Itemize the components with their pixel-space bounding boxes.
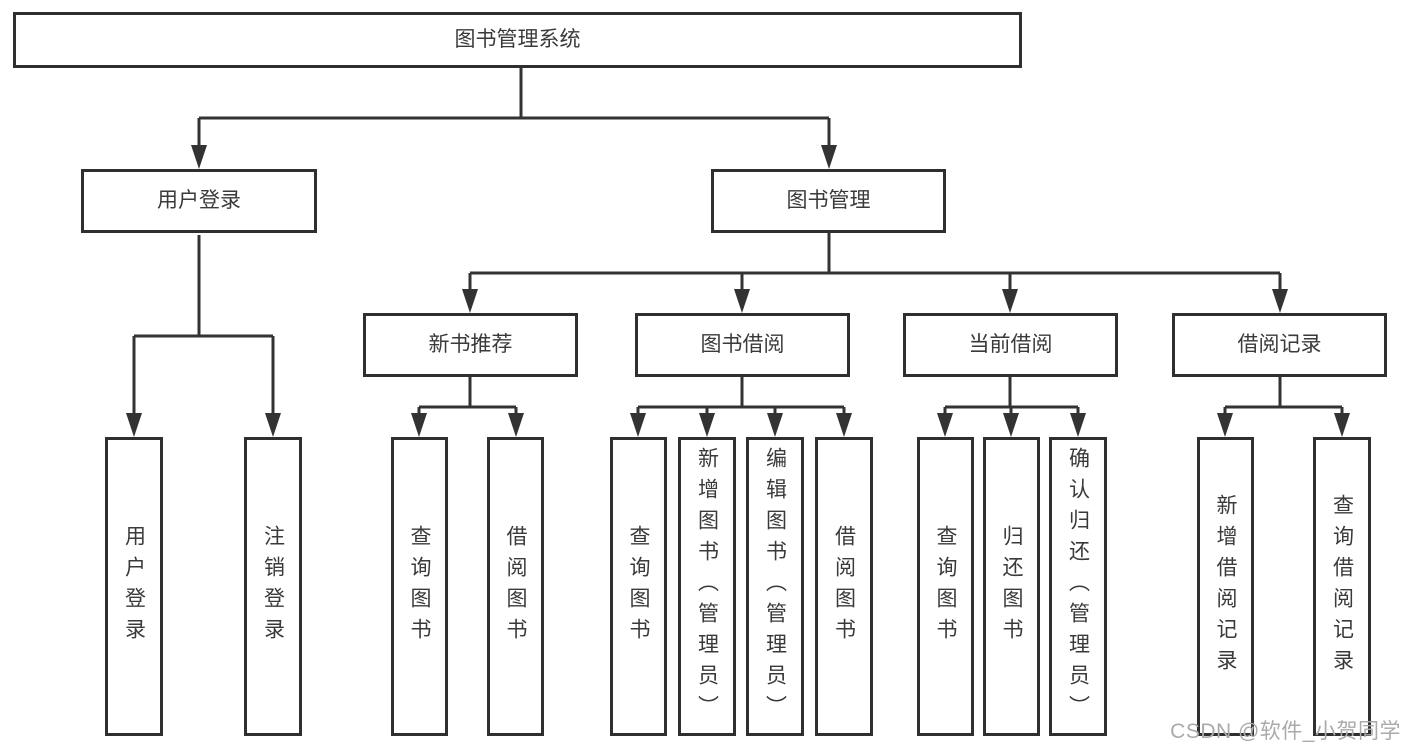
leaf-label: 编辑图书（管理员） <box>763 447 787 726</box>
leaf-confirm-return-admin: 确认归还（管理员） <box>1049 437 1107 736</box>
leaf-borrow-books: 借阅图书 <box>815 437 873 736</box>
leaf-label: 用户登录 <box>122 524 146 649</box>
leaf-label: 查询图书 <box>408 524 431 649</box>
node-new-book-recommend: 新书推荐 <box>363 313 578 377</box>
leaf-edit-books-admin: 编辑图书（管理员） <box>746 437 804 736</box>
node-label: 图书管理 <box>786 189 871 213</box>
node-label: 当前借阅 <box>968 333 1053 357</box>
node-label: 用户登录 <box>157 189 241 213</box>
node-book-management: 图书管理 <box>711 169 946 233</box>
leaf-label: 新增借阅记录 <box>1214 493 1237 680</box>
leaf-query-books-current: 查询图书 <box>917 437 974 736</box>
leaf-return-books: 归还图书 <box>983 437 1040 736</box>
leaf-add-books-admin: 新增图书（管理员） <box>678 437 736 736</box>
csdn-watermark: CSDN @软件_小贺同学 <box>1170 720 1401 743</box>
leaf-user-login: 用户登录 <box>105 437 163 736</box>
leaf-label: 查询借阅记录 <box>1330 493 1354 680</box>
leaf-label: 归还图书 <box>1000 524 1023 649</box>
node-borrow-records: 借阅记录 <box>1172 313 1387 377</box>
leaf-label: 确认归还（管理员） <box>1066 447 1090 726</box>
node-current-borrow: 当前借阅 <box>903 313 1118 377</box>
leaf-logout: 注销登录 <box>244 437 302 736</box>
leaf-label: 借阅图书 <box>832 524 856 649</box>
leaf-query-books-recommend: 查询图书 <box>391 437 448 736</box>
leaf-label: 注销登录 <box>261 524 285 649</box>
node-label: 图书管理系统 <box>454 28 581 52</box>
leaf-label: 借阅图书 <box>504 524 527 649</box>
leaf-query-borrow-record: 查询借阅记录 <box>1313 437 1371 736</box>
node-label: 借阅记录 <box>1237 333 1322 357</box>
leaf-label: 新增图书（管理员） <box>695 447 719 726</box>
node-user-login: 用户登录 <box>81 169 317 233</box>
leaf-add-borrow-record: 新增借阅记录 <box>1197 437 1254 736</box>
leaf-query-books-borrow: 查询图书 <box>610 437 667 736</box>
leaf-label: 查询图书 <box>627 524 650 649</box>
node-book-borrow: 图书借阅 <box>635 313 850 377</box>
node-root-system: 图书管理系统 <box>13 12 1022 68</box>
leaf-label: 查询图书 <box>934 524 957 649</box>
node-label: 新书推荐 <box>428 333 513 357</box>
node-label: 图书借阅 <box>700 333 785 357</box>
leaf-borrow-books-recommend: 借阅图书 <box>487 437 544 736</box>
